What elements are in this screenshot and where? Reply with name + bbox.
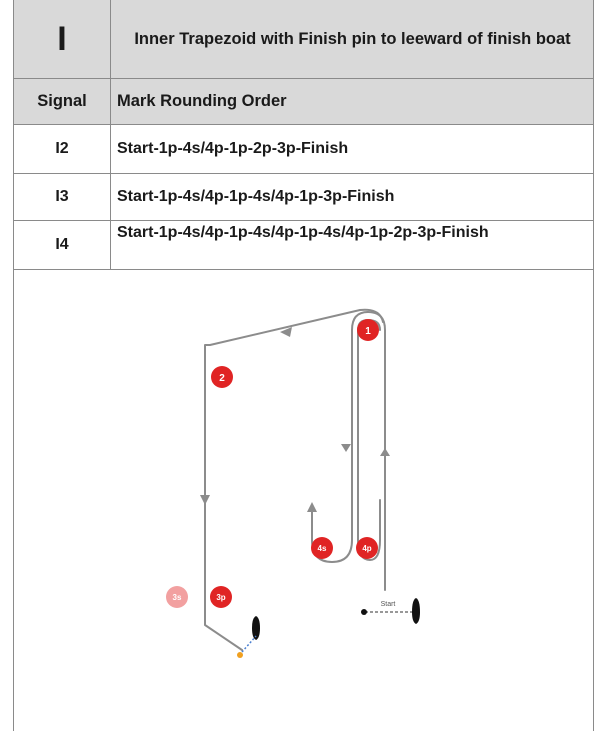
finish-boat-icon bbox=[252, 616, 260, 640]
course-title: Inner Trapezoid with Finish pin to leewa… bbox=[111, 0, 594, 78]
pin-buoy-icon bbox=[361, 609, 367, 615]
course-leg bbox=[204, 308, 384, 651]
mark-1-icon bbox=[357, 319, 379, 341]
finish-line bbox=[241, 635, 257, 653]
mark-3s-icon bbox=[166, 586, 188, 608]
mark-4p-icon bbox=[356, 537, 378, 559]
grid-line bbox=[13, 269, 594, 270]
mark-1-label: 1 bbox=[365, 326, 371, 337]
mark-2-label: 2 bbox=[219, 373, 225, 384]
mark-2-icon bbox=[211, 366, 233, 388]
mark-4s-label: 4s bbox=[318, 544, 327, 553]
course-leg bbox=[357, 319, 381, 561]
table-row-order: Start-1p-4s/4p-1p-4s/4p-1p-4s/4p-1p-2p-3… bbox=[117, 224, 489, 241]
mark-4s-icon bbox=[311, 537, 333, 559]
table-row-order: Start-1p-4s/4p-1p-2p-3p-Finish bbox=[117, 140, 349, 157]
arrow-icon bbox=[307, 502, 317, 512]
arrow-icon bbox=[341, 444, 351, 452]
grid-line bbox=[110, 0, 111, 270]
order-header: Mark Rounding Order bbox=[111, 79, 594, 124]
start-label: Start bbox=[381, 601, 396, 608]
grid-line bbox=[13, 124, 594, 125]
arrow-icon bbox=[280, 327, 292, 337]
mark-3p-label: 3p bbox=[216, 593, 225, 602]
table-row-order: Start-1p-4s/4p-1p-4s/4p-1p-3p-Finish bbox=[117, 188, 395, 205]
course-code: I bbox=[14, 0, 110, 78]
finish-pin-icon bbox=[237, 652, 243, 658]
grid-line bbox=[13, 0, 14, 731]
grid-line bbox=[13, 173, 594, 174]
signal-header: Signal bbox=[14, 79, 110, 124]
grid-line bbox=[13, 220, 594, 221]
grid-line bbox=[13, 78, 594, 79]
mark-3s-label: 3s bbox=[173, 593, 182, 602]
arrow-icon bbox=[380, 448, 390, 456]
table-row-signal: I3 bbox=[55, 188, 69, 205]
table-row-signal: I2 bbox=[55, 140, 69, 157]
arrow-icon bbox=[200, 495, 210, 505]
mark-3p-icon bbox=[210, 586, 232, 608]
committee-boat-icon bbox=[412, 598, 420, 624]
mark-4p-label: 4p bbox=[362, 544, 371, 553]
table-row-signal: I4 bbox=[55, 236, 69, 253]
